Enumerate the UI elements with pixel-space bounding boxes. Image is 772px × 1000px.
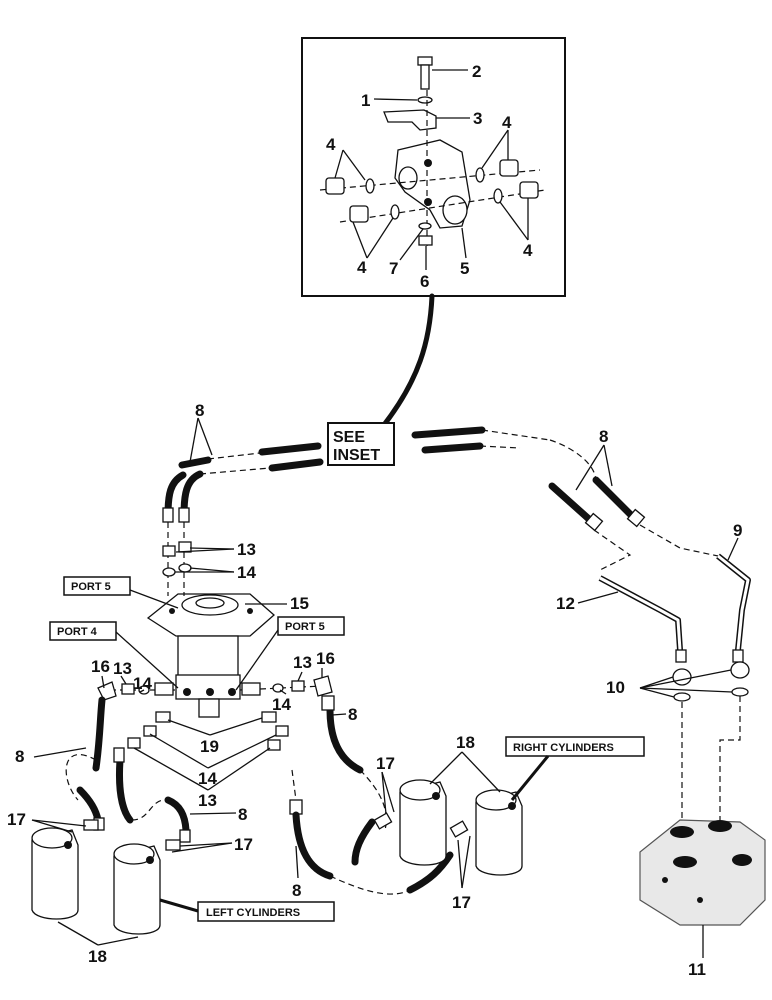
port5-top-box bbox=[63, 576, 131, 596]
callout-14: 14 bbox=[272, 695, 291, 714]
port5-right-label: PORT 5 bbox=[285, 621, 325, 633]
see-inset-label: SEE bbox=[333, 429, 365, 446]
callout-11: 11 bbox=[688, 960, 706, 979]
callout-17: 17 bbox=[376, 754, 395, 773]
right-cylinders-label: RIGHT CYLINDERS bbox=[513, 742, 614, 754]
callout-9: 9 bbox=[733, 521, 742, 540]
inset-box bbox=[301, 37, 566, 297]
callout-7: 7 bbox=[389, 259, 398, 278]
callout-14: 14 bbox=[198, 769, 217, 788]
callout-14: 14 bbox=[133, 674, 152, 693]
callout-16: 16 bbox=[91, 657, 110, 676]
callout-19: 19 bbox=[200, 737, 219, 756]
valve-body-part-5 bbox=[394, 139, 471, 229]
callout-8: 8 bbox=[292, 881, 301, 900]
callout-8: 8 bbox=[238, 805, 247, 824]
hose-part-8-right bbox=[548, 439, 719, 571]
callout-13: 13 bbox=[237, 540, 256, 559]
callout-1: 1 bbox=[361, 91, 370, 110]
right-cylinders-box bbox=[505, 736, 645, 757]
fitting-part-4-right-upper bbox=[475, 159, 519, 183]
fitting-part-19 bbox=[127, 711, 289, 751]
callout-18: 18 bbox=[88, 947, 107, 966]
callout-16: 16 bbox=[316, 649, 335, 668]
callout-18: 18 bbox=[456, 733, 475, 752]
swivel-part-15 bbox=[146, 593, 275, 718]
callout-17: 17 bbox=[234, 835, 253, 854]
callout-4: 4 bbox=[357, 258, 367, 277]
hose-part-8-upper bbox=[162, 426, 551, 523]
washer-part-1 bbox=[417, 96, 433, 104]
callout-4: 4 bbox=[326, 135, 336, 154]
callout-15: 15 bbox=[290, 594, 309, 613]
nut-part-6 bbox=[418, 235, 433, 246]
cylinder-part-18-left bbox=[31, 819, 181, 935]
bolt-part-2 bbox=[417, 56, 433, 90]
washer-part-7 bbox=[418, 222, 432, 230]
callout-8: 8 bbox=[195, 401, 204, 420]
bracket-part-3 bbox=[383, 109, 437, 131]
fitting-part-13-14-top bbox=[162, 522, 192, 596]
fitting-part-16-13-14-left bbox=[97, 681, 175, 701]
callout-13: 13 bbox=[198, 791, 217, 810]
callout-3: 3 bbox=[473, 109, 482, 128]
callout-13: 13 bbox=[293, 653, 312, 672]
port5-top-label: PORT 5 bbox=[71, 581, 111, 593]
callout-17: 17 bbox=[452, 893, 471, 912]
callout-6: 6 bbox=[420, 272, 429, 291]
callout-8: 8 bbox=[15, 747, 24, 766]
control-valve-part-11 bbox=[639, 819, 766, 926]
callout-12: 12 bbox=[556, 594, 575, 613]
callout-10: 10 bbox=[606, 678, 625, 697]
callout-8: 8 bbox=[599, 427, 608, 446]
callout-17: 17 bbox=[7, 810, 26, 829]
callout-8: 8 bbox=[348, 705, 357, 724]
cylinder-part-18-right bbox=[373, 779, 523, 876]
left-cylinders-box bbox=[197, 901, 335, 922]
fitting-part-14-13-16-right bbox=[239, 675, 333, 697]
port4-box bbox=[49, 621, 117, 641]
see-inset-box bbox=[327, 422, 395, 466]
hose-part-8-middle bbox=[289, 695, 454, 895]
fitting-part-10 bbox=[672, 649, 750, 702]
hose-part-8-left bbox=[65, 696, 191, 843]
fitting-part-4-right-lower bbox=[493, 181, 539, 204]
callout-4: 4 bbox=[502, 113, 512, 132]
callout-13: 13 bbox=[113, 659, 132, 678]
see-inset-label: INSET bbox=[333, 447, 380, 464]
port4-label: PORT 4 bbox=[57, 626, 98, 638]
port5-right-box bbox=[277, 616, 345, 636]
callout-5: 5 bbox=[460, 259, 469, 278]
left-cylinders-label: LEFT CYLINDERS bbox=[206, 907, 300, 919]
fitting-part-4-left-lower bbox=[349, 204, 400, 223]
callout-14: 14 bbox=[237, 563, 256, 582]
callout-2: 2 bbox=[472, 62, 481, 81]
callout-4: 4 bbox=[523, 241, 533, 260]
